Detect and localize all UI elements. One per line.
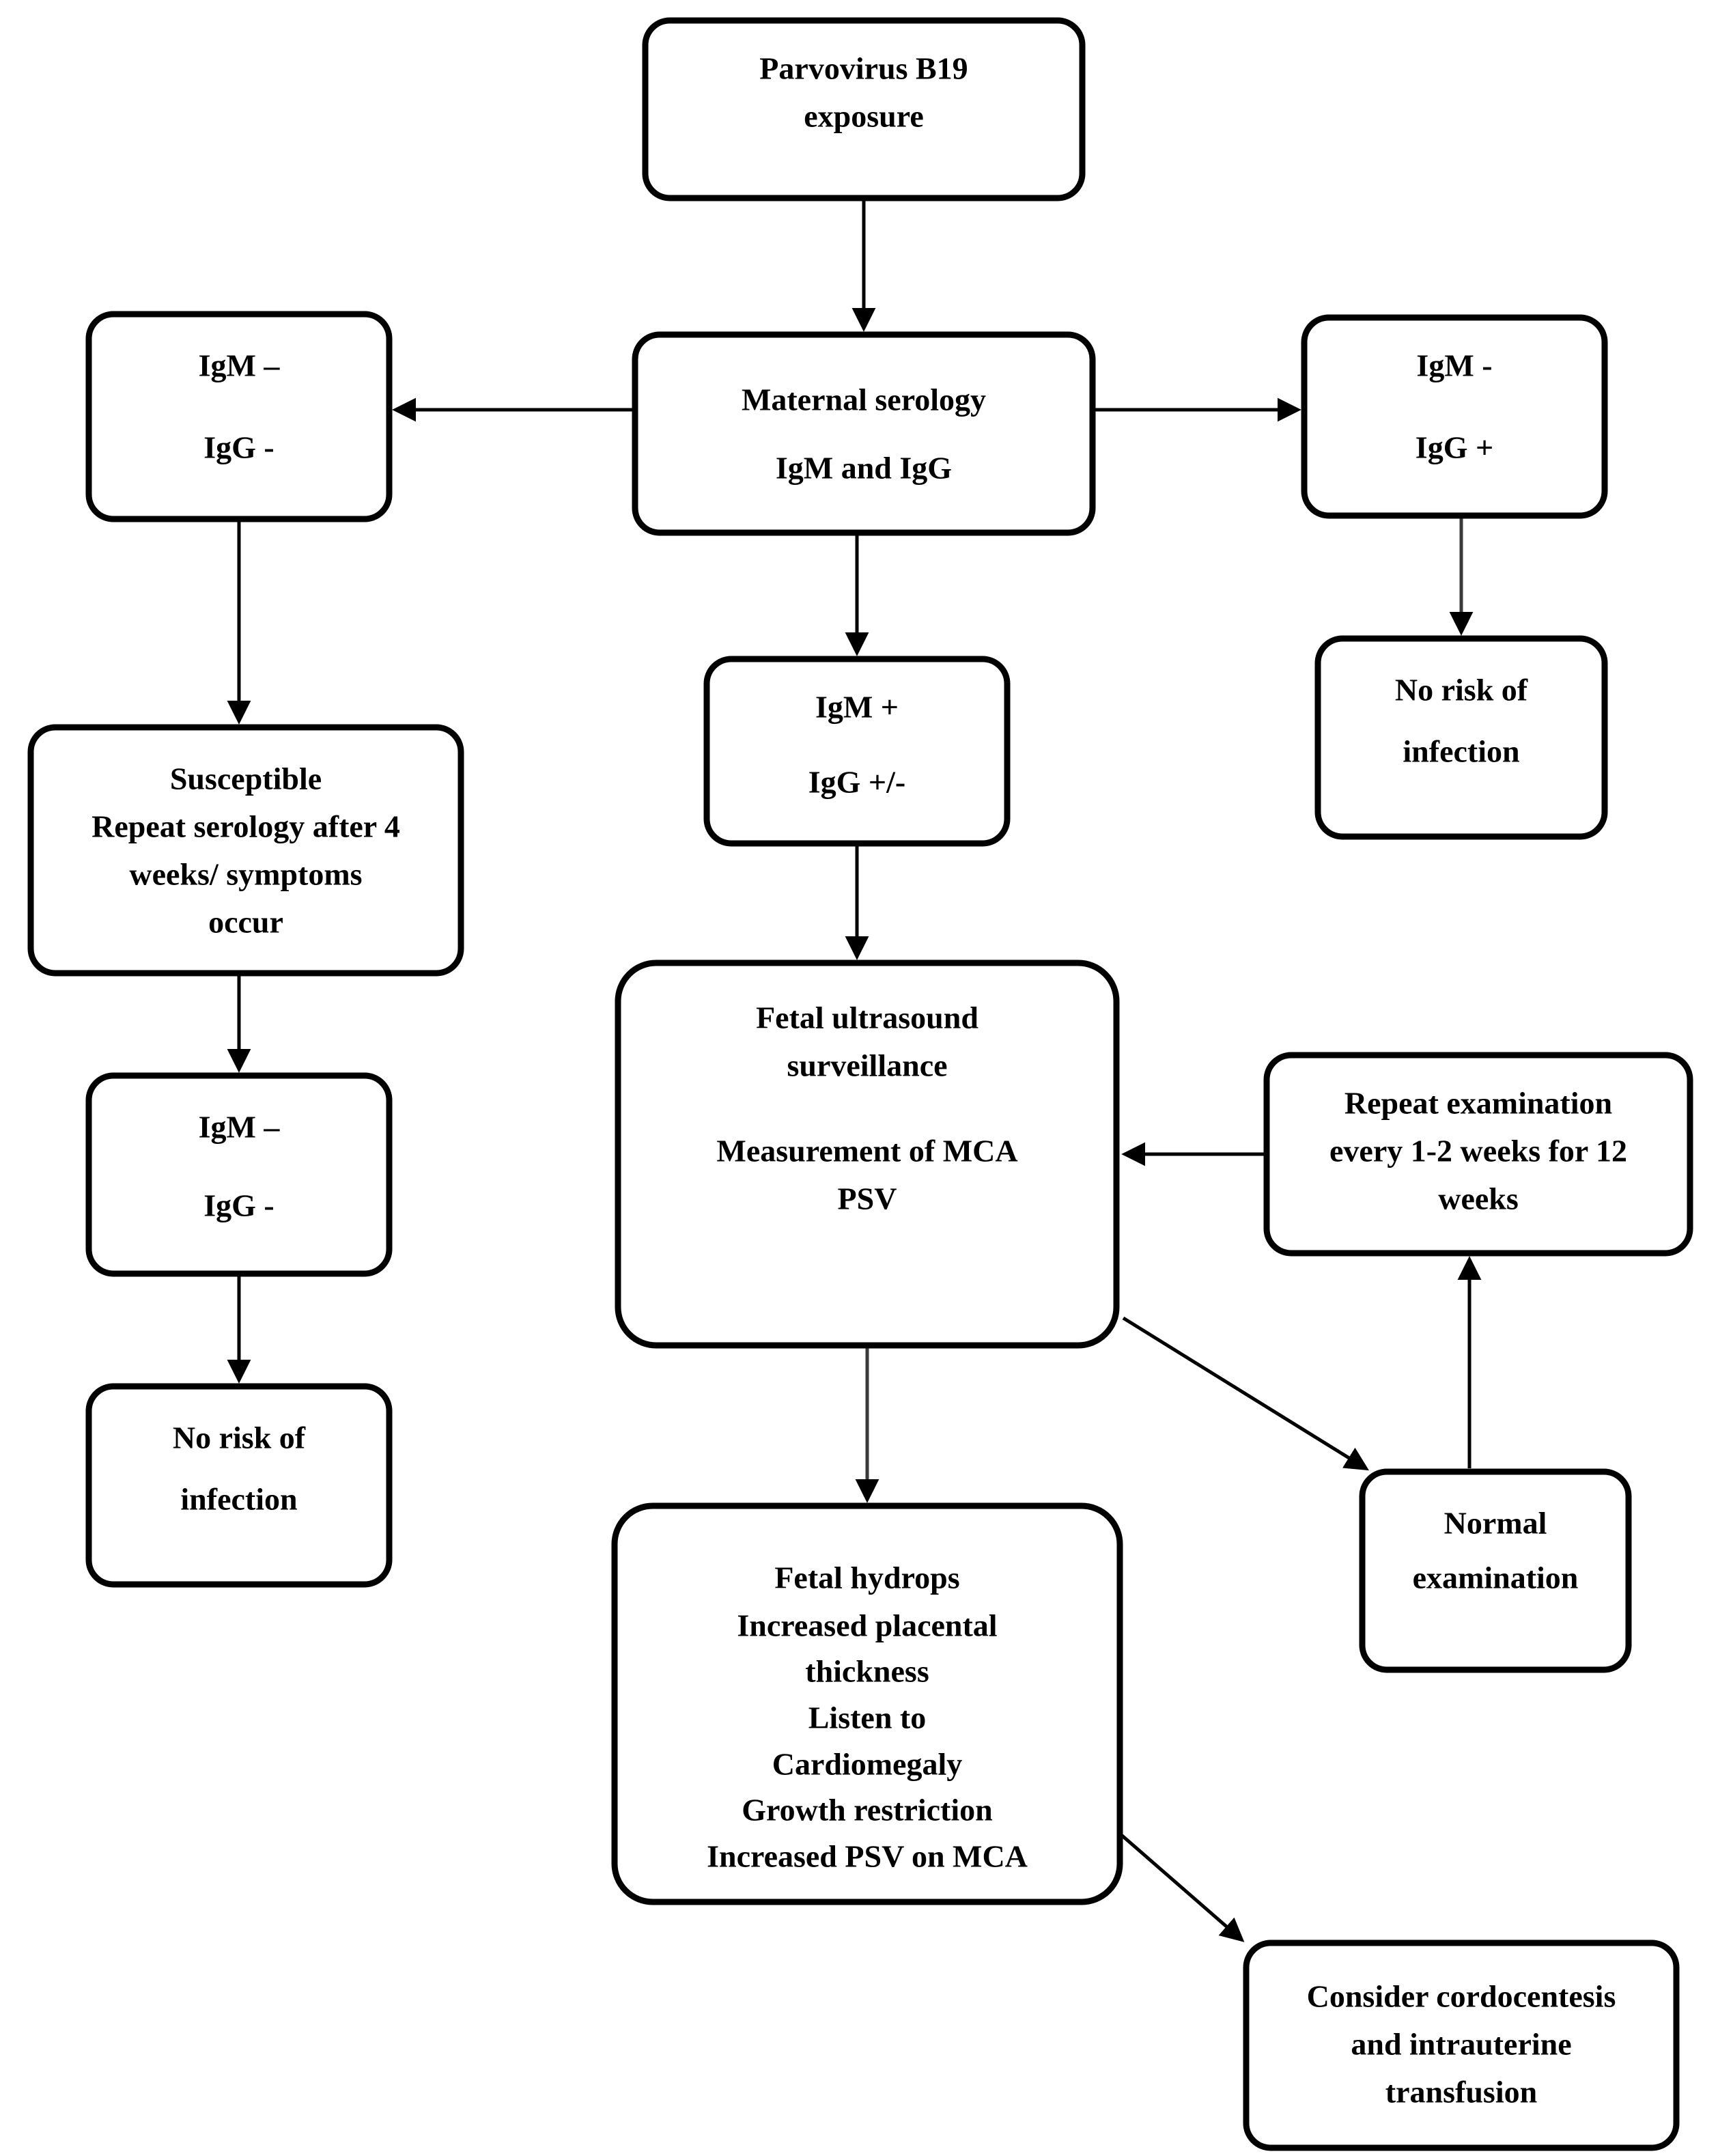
susceptible-line-3: occur: [208, 905, 283, 940]
node-igm-neg-igg-neg-top[interactable]: IgM – IgG -: [85, 311, 393, 522]
node-no-risk-right[interactable]: No risk of infection: [1314, 635, 1608, 840]
hydrops-line-4: Cardiomegaly: [772, 1747, 963, 1782]
no-risk-left-line-1: infection: [180, 1482, 297, 1517]
node-fetal-hydrops[interactable]: Fetal hydrops Increased placental thickn…: [611, 1502, 1123, 1905]
no-risk-left-line-0: No risk of: [173, 1420, 306, 1455]
repeat-examination-box[interactable]: [1263, 1052, 1693, 1257]
edge-fetal-ultrasound-to-normal-exam: [1122, 1316, 1369, 1471]
igm-negative-igg-negative-box[interactable]: [85, 311, 393, 522]
node-cordocentesis[interactable]: Consider cordocentesis and intrauterine …: [1243, 1940, 1680, 2151]
maternal-serology-box[interactable]: [632, 331, 1096, 536]
node-susceptible[interactable]: Susceptible Repeat serology after 4 week…: [27, 724, 464, 977]
cordocentesis-line-2: transfusion: [1385, 2075, 1537, 2110]
repeat-exam-line-1: every 1-2 weeks for 12: [1329, 1134, 1627, 1168]
fetal-ultrasound-line-3: Measurement of MCA: [716, 1134, 1017, 1168]
igm-negative-igg-negative-lower-box[interactable]: [85, 1072, 393, 1277]
maternal-serology-line-1: IgM and IgG: [776, 451, 952, 486]
repeat-exam-line-0: Repeat examination: [1344, 1086, 1612, 1121]
cordocentesis-line-1: and intrauterine: [1351, 2027, 1571, 2062]
no-risk-right-line-0: No risk of: [1395, 673, 1528, 708]
repeat-exam-line-2: weeks: [1438, 1181, 1519, 1216]
fetal-ultrasound-line-1: surveillance: [787, 1048, 947, 1083]
node-maternal-serology[interactable]: Maternal serology IgM and IgG: [632, 331, 1096, 536]
node-igm-neg-igg-neg-lower[interactable]: IgM – IgG -: [85, 1072, 393, 1277]
no-risk-of-infection-right-box[interactable]: [1314, 635, 1608, 840]
hydrops-line-5: Growth restriction: [742, 1793, 993, 1828]
hydrops-line-6: Increased PSV on MCA: [707, 1839, 1028, 1874]
igm-positive-igg-plusminus-box[interactable]: [703, 656, 1011, 847]
igm-neg-igg-neg-lower-line-0: IgM –: [199, 1110, 281, 1145]
igm-neg-igg-neg-top-line-1: IgG -: [203, 430, 274, 465]
normal-examination-box[interactable]: [1359, 1468, 1632, 1673]
hydrops-line-1: Increased placental: [737, 1608, 997, 1643]
node-fetal-ultrasound[interactable]: Fetal ultrasound surveillance Measuremen…: [615, 960, 1120, 1349]
igm-neg-igg-neg-lower-line-1: IgG -: [203, 1188, 274, 1223]
igm-pos-line-0: IgM +: [815, 690, 899, 725]
normal-exam-line-0: Normal: [1444, 1506, 1547, 1541]
consider-cordocentesis-box[interactable]: [1243, 1940, 1680, 2151]
no-risk-of-infection-left-box[interactable]: [85, 1383, 393, 1588]
node-normal-examination[interactable]: Normal examination: [1359, 1468, 1632, 1673]
nodes-layer: Parvovirus B19 exposure Maternal serolog…: [27, 17, 1693, 2151]
parvovirus-exposure-line-0: Parvovirus B19: [759, 51, 968, 86]
parvovirus-exposure-line-1: exposure: [804, 99, 924, 134]
fetal-ultrasound-surveillance-box[interactable]: [615, 960, 1120, 1349]
susceptible-repeat-serology-box[interactable]: [27, 724, 464, 977]
cordocentesis-line-0: Consider cordocentesis: [1307, 1979, 1616, 2014]
maternal-serology-line-0: Maternal serology: [742, 382, 986, 417]
node-igm-neg-igg-pos[interactable]: IgM - IgG +: [1301, 314, 1608, 519]
edge-hydrops-to-cordocentesis: [1118, 1832, 1245, 1942]
igm-neg-igg-neg-top-line-0: IgM –: [199, 348, 281, 383]
node-no-risk-left[interactable]: No risk of infection: [85, 1383, 393, 1588]
susceptible-line-2: weeks/ symptoms: [129, 857, 362, 892]
parvovirus-exposure-box[interactable]: [642, 17, 1086, 201]
fetal-hydrops-findings-box[interactable]: [611, 1502, 1123, 1905]
igm-neg-igg-pos-line-0: IgM -: [1416, 348, 1492, 383]
node-igm-pos[interactable]: IgM + IgG +/-: [703, 656, 1011, 847]
igm-neg-igg-pos-line-1: IgG +: [1416, 430, 1493, 465]
igm-pos-line-1: IgG +/-: [808, 765, 906, 800]
node-parvovirus-exposure[interactable]: Parvovirus B19 exposure: [642, 17, 1086, 201]
susceptible-line-0: Susceptible: [170, 761, 322, 796]
no-risk-right-line-1: infection: [1403, 734, 1519, 769]
hydrops-line-3: Listen to: [808, 1700, 927, 1735]
node-repeat-examination[interactable]: Repeat examination every 1-2 weeks for 1…: [1263, 1052, 1693, 1257]
edges-layer: [227, 198, 1482, 1942]
normal-exam-line-1: examination: [1413, 1560, 1579, 1595]
hydrops-line-0: Fetal hydrops: [774, 1560, 959, 1595]
susceptible-line-1: Repeat serology after 4: [91, 809, 400, 844]
hydrops-line-2: thickness: [805, 1654, 929, 1689]
fetal-ultrasound-line-4: PSV: [838, 1181, 897, 1216]
igm-negative-igg-positive-box[interactable]: [1301, 314, 1608, 519]
fetal-ultrasound-line-0: Fetal ultrasound: [756, 1000, 978, 1035]
